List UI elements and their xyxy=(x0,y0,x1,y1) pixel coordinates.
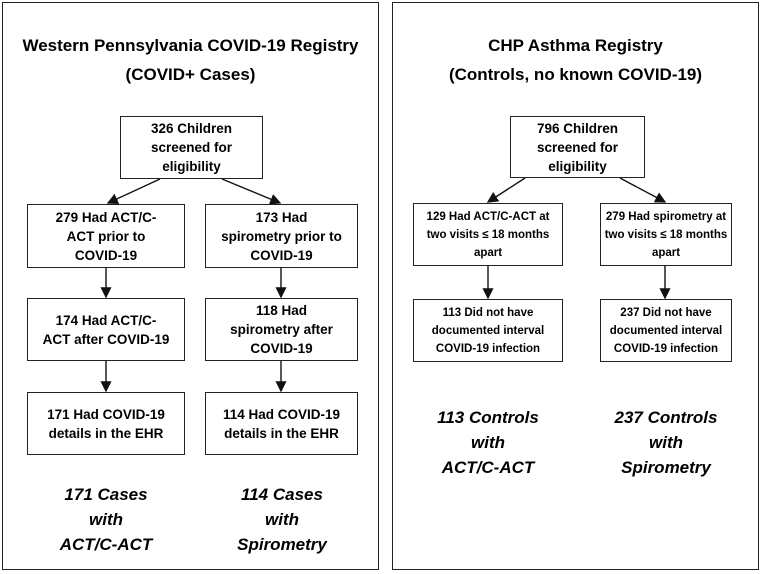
controls-act-outcome: 113 Controls with ACT/C-ACT xyxy=(437,408,539,477)
cases-title: Western Pennsylvania COVID-19 Registry (… xyxy=(22,36,359,84)
controls-act-box-1: 129 Had ACT/C-ACT at two visits ≤ 18 mon… xyxy=(413,203,563,266)
arrow xyxy=(221,178,282,205)
cases-spiro-box-2: 118 Had spirometry after COVID-19 xyxy=(205,298,358,361)
controls-act-box-2: 113 Did not have documented interval COV… xyxy=(413,299,563,362)
cases-panel xyxy=(2,2,379,570)
controls-spiro-box-1: 279 Had spirometry at two visits ≤ 18 mo… xyxy=(600,203,732,266)
controls-spiro-outcome: 237 Controls with Spirometry xyxy=(614,408,718,477)
cases-screened-box: 326 Children screened for eligibility xyxy=(120,116,263,179)
cases-spiro-box-3: 114 Had COVID-19 details in the EHR xyxy=(205,392,358,455)
arrow xyxy=(619,177,667,203)
cases-spiro-box-1: 173 Had spirometry prior to COVID-19 xyxy=(205,204,358,268)
cases-act-box-2: 174 Had ACT/C- ACT after COVID-19 xyxy=(27,298,185,361)
arrow xyxy=(106,178,161,204)
cases-act-box-3: 171 Had COVID-19 details in the EHR xyxy=(27,392,185,455)
cases-spiro-outcome: 114 Cases with Spirometry xyxy=(237,485,327,554)
controls-screened-box: 796 Children screened for eligibility xyxy=(510,116,645,178)
arrow xyxy=(486,177,526,203)
controls-spiro-box-2: 237 Did not have documented interval COV… xyxy=(600,299,732,362)
cases-act-box-1: 279 Had ACT/C- ACT prior to COVID-19 xyxy=(27,204,185,268)
cases-act-outcome: 171 Cases with ACT/C-ACT xyxy=(59,485,153,554)
controls-panel xyxy=(392,2,759,570)
controls-title: CHP Asthma Registry (Controls, no known … xyxy=(448,36,703,84)
